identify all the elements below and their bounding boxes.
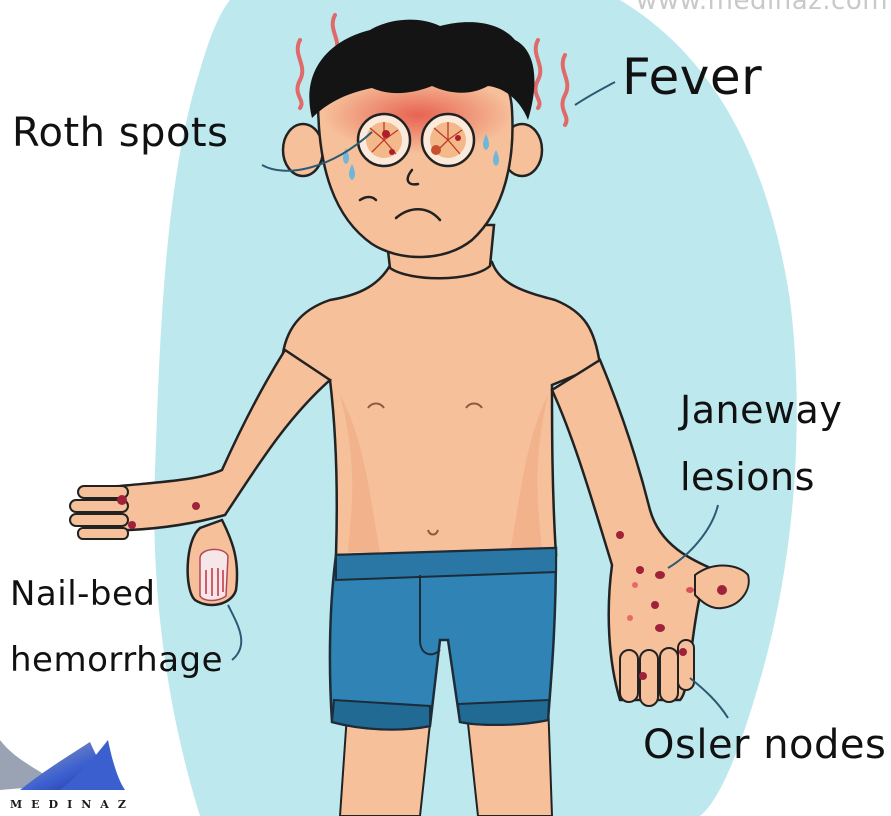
logo-text: MEDINAZ [10, 798, 135, 811]
medinaz-logo [0, 740, 125, 790]
label-nailbed-line2: hemorrhage [10, 640, 223, 680]
label-osler-nodes: Osler nodes [643, 722, 886, 768]
watermark-text: www.medinaz.com [636, 0, 888, 16]
left-fingers [70, 486, 128, 539]
label-roth-spots: Roth spots [12, 110, 228, 156]
label-fever: Fever [622, 48, 762, 106]
label-janeway-line1: Janeway [680, 388, 842, 432]
label-nailbed-line1: Nail-bed [10, 574, 156, 614]
label-janeway-line2: lesions [680, 455, 815, 499]
